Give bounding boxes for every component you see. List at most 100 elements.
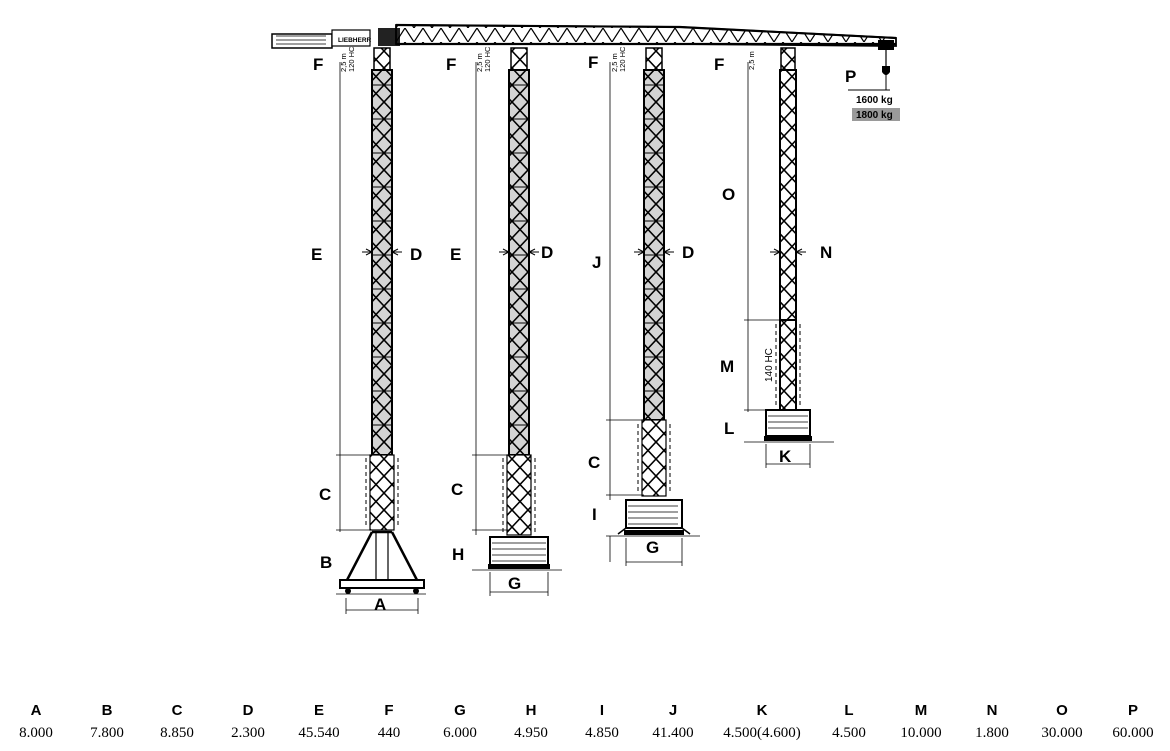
dim-C: C 8.850 (142, 700, 212, 744)
dim-letter: J (668, 702, 678, 719)
mast-4-lower (779, 319, 797, 411)
dim-value: 4.500 (832, 725, 866, 741)
mast-1 (371, 69, 393, 456)
dim-letter: G (454, 702, 466, 719)
base-frame (339, 579, 425, 589)
dim-L: L 4.500 (814, 700, 884, 744)
trolley (878, 40, 894, 50)
hook-icon (882, 66, 890, 75)
counterjib-text: LIEBHERR (338, 37, 372, 44)
dim-P: P 60.000 (1098, 700, 1168, 744)
dim-letter: K (756, 702, 768, 719)
dim-value: 6.000 (443, 725, 477, 741)
load-1800: 1800 kg (856, 110, 893, 121)
load-annotation: P 1600 kg 1800 kg (845, 67, 900, 121)
dim-value: 1.800 (975, 725, 1009, 741)
dim-letter: F (384, 702, 394, 719)
dim-letter: E (313, 702, 324, 719)
dimension-table: A 8.000 B 7.800 C 8.850 D 2.300 E 45.540… (0, 700, 1170, 750)
dim-F: F 440 (354, 700, 424, 744)
ballast-block (765, 409, 811, 437)
section-type-note: 120 HC (483, 46, 492, 72)
dim-B: B 7.800 (72, 700, 142, 744)
crane-jib: LIEBHERR (271, 23, 897, 75)
label-F: F (714, 55, 724, 74)
label-G: G (508, 574, 521, 593)
dim-value: 440 (377, 725, 401, 741)
label-D: D (682, 243, 694, 262)
load-1600: 1600 kg (856, 95, 893, 106)
dim-D: D 2.300 (213, 700, 283, 744)
label-P: P (845, 67, 856, 86)
section-note: 2,5 m (747, 51, 756, 70)
dim-value: 7.800 (90, 725, 124, 741)
mast-3 (643, 69, 665, 421)
section-type-note: 120 HC (618, 46, 627, 72)
dim-letter: O (1056, 702, 1068, 719)
label-N: N (820, 243, 832, 262)
dim-value: 45.540 (298, 725, 340, 741)
dim-letter: N (986, 702, 998, 719)
cab-block (378, 28, 400, 46)
label-F: F (588, 53, 598, 72)
dim-value: 41.400 (652, 725, 694, 741)
crane-1: 2,5 m 120 HC F E D C B A (311, 46, 426, 614)
label-D: D (541, 243, 553, 262)
label-F: F (446, 55, 456, 74)
dim-J: J 41.400 (638, 700, 708, 744)
label-L: L (724, 419, 734, 438)
label-M: M (720, 357, 734, 376)
section-type-lower-note: 140 HC (764, 348, 775, 382)
dim-E: E 45.540 (284, 700, 354, 744)
section-note: 2,5 m (610, 53, 619, 72)
section-note: 2,5 m (475, 53, 484, 72)
crane-3: 2,5 m 120 HC F J D C I G (588, 46, 700, 566)
dim-value: 4.500(4.600) (723, 725, 801, 741)
dim-O: O 30.000 (1027, 700, 1097, 744)
dim-letter: C (171, 702, 183, 719)
section-type-note: 120 HC (347, 46, 356, 72)
dim-letter: I (599, 702, 605, 719)
label-G: G (646, 538, 659, 557)
dim-A: A 8.000 (1, 700, 71, 744)
section-note: 2,5 m (339, 53, 348, 72)
dim-value: 60.000 (1112, 725, 1154, 741)
label-E: E (450, 245, 461, 264)
dim-value: 8.000 (19, 725, 53, 741)
dim-H: H 4.950 (496, 700, 566, 744)
label-J: J (592, 253, 601, 272)
dim-value: 4.950 (514, 725, 548, 741)
label-K: K (779, 447, 792, 466)
main-jib (395, 24, 897, 47)
dim-letter: H (525, 702, 537, 719)
dim-value: 30.000 (1041, 725, 1083, 741)
dim-letter: D (242, 702, 254, 719)
dim-value: 4.850 (585, 725, 619, 741)
dim-letter: P (1127, 702, 1138, 719)
dim-N: N 1.800 (957, 700, 1027, 744)
label-O: O (722, 185, 735, 204)
label-I: I (592, 505, 597, 524)
label-F: F (313, 55, 323, 74)
dim-K: K 4.500(4.600) (707, 700, 817, 744)
crane-4: 2,5 m 140 HC F O N M L K (714, 47, 834, 468)
mast-2 (508, 69, 530, 456)
label-A: A (374, 595, 386, 614)
dim-I: I 4.850 (567, 700, 637, 744)
load-highlight (852, 108, 900, 121)
dim-value: 8.850 (160, 725, 194, 741)
ballast-block (625, 499, 683, 529)
dim-letter: L (844, 702, 854, 719)
label-C: C (451, 480, 463, 499)
label-C: C (588, 453, 600, 472)
crane-diagram: LIEBHERR 2,5 m 120 HC (271, 23, 900, 614)
label-D: D (410, 245, 422, 264)
crane-2: 2,5 m 120 HC F E D C H G (446, 46, 562, 596)
label-E: E (311, 245, 322, 264)
base-struts (344, 530, 420, 583)
mast-4-upper (779, 69, 797, 321)
dim-G: G 6.000 (425, 700, 495, 744)
dim-M: M 10.000 (886, 700, 956, 744)
label-H: H (452, 545, 464, 564)
dim-value: 10.000 (900, 725, 942, 741)
